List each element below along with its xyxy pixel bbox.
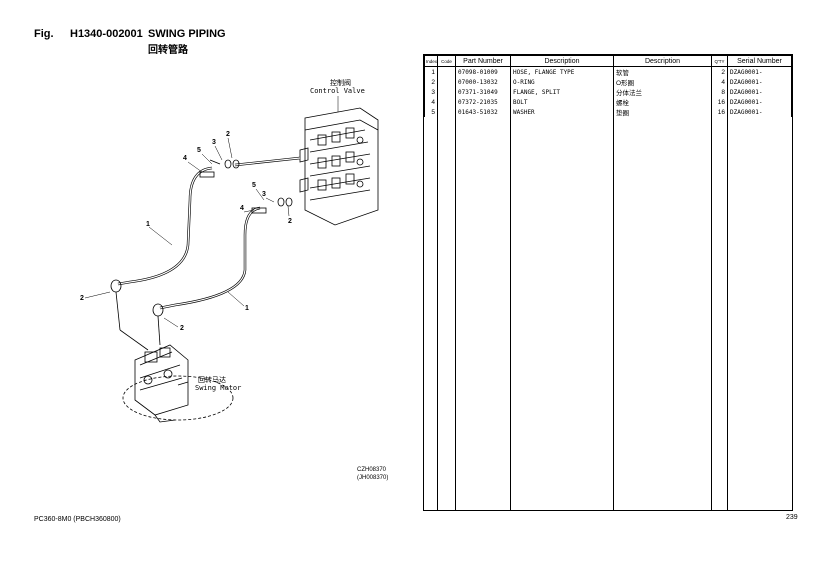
cell-code bbox=[437, 66, 456, 77]
callout-1a: 1 bbox=[146, 221, 150, 228]
table-row: 3 07371-31049 FLANGE, SPLIT 分体法兰 8 DZAG0… bbox=[424, 87, 792, 97]
swing-motor-drawing bbox=[115, 291, 234, 423]
callout-5a: 5 bbox=[197, 147, 201, 154]
figure-title: SWING PIPING bbox=[148, 28, 226, 40]
cell-code bbox=[437, 87, 456, 97]
swing-piping-diagram: 控制阀 Control Valve 回转马达 Swing Motor bbox=[80, 78, 379, 423]
parts-list-table: Index Code Part Number Description Descr… bbox=[423, 54, 793, 511]
col-header-serial-number: Serial Number bbox=[727, 55, 792, 67]
figure-label: Fig. bbox=[34, 28, 54, 40]
callout-3a: 3 bbox=[212, 139, 216, 146]
callout-4b: 4 bbox=[240, 205, 244, 212]
cell-description-cn: O形圈 bbox=[613, 77, 712, 87]
cell-qty: 16 bbox=[711, 107, 728, 117]
control-valve-label: Control Valve bbox=[310, 87, 365, 95]
table-header-row: Index Code Part Number Description Descr… bbox=[424, 55, 792, 67]
cell-description-en: WASHER bbox=[510, 107, 614, 117]
cell-description-en: FLANGE, SPLIT bbox=[510, 87, 614, 97]
cell-qty: 8 bbox=[711, 87, 728, 97]
cell-index: 3 bbox=[424, 87, 438, 97]
page-number: 239 bbox=[786, 514, 798, 521]
figure-title-cn: 回转管路 bbox=[148, 45, 188, 56]
cell-description-cn: 螺栓 bbox=[613, 97, 712, 107]
cell-serial: DZAG0001- bbox=[727, 87, 792, 97]
callout-3b: 3 bbox=[262, 191, 266, 198]
cell-part-number: 07372-21035 bbox=[455, 97, 511, 107]
cell-part-number: 07000-13032 bbox=[455, 77, 511, 87]
cell-index: 2 bbox=[424, 77, 438, 87]
cell-description-cn: 分体法兰 bbox=[613, 87, 712, 97]
hose-left bbox=[117, 166, 213, 286]
cell-serial: DZAG0001- bbox=[727, 107, 792, 117]
drawing-reference: CZH08370 (JH008370) bbox=[357, 466, 388, 482]
control-valve-drawing bbox=[299, 107, 379, 226]
table-row: 2 07000-13032 O-RING O形圈 4 DZAG0001- bbox=[424, 77, 792, 87]
callout-2d: 2 bbox=[288, 218, 292, 225]
footer-model: PC360-8M0 (PBCH360800) bbox=[34, 516, 121, 523]
cell-serial: DZAG0001- bbox=[727, 66, 792, 77]
cell-index: 4 bbox=[424, 97, 438, 107]
callout-4a: 4 bbox=[183, 155, 187, 162]
callout-2b: 2 bbox=[180, 325, 184, 332]
callout-2c: 2 bbox=[226, 131, 230, 138]
swing-motor-label-cn: 回转马达 bbox=[198, 375, 226, 384]
cell-description-en: O-RING bbox=[510, 77, 614, 87]
cell-code bbox=[437, 77, 456, 87]
cell-serial: DZAG0001- bbox=[727, 97, 792, 107]
cell-index: 5 bbox=[424, 107, 438, 117]
swing-motor-label: Swing Motor bbox=[195, 384, 241, 392]
cell-description-cn: 软管 bbox=[613, 66, 712, 77]
col-header-description-cn: Description bbox=[613, 55, 712, 67]
drawing-ref-code: CZH08370 bbox=[357, 467, 387, 473]
cell-code bbox=[437, 97, 456, 107]
cell-code bbox=[437, 107, 456, 117]
col-header-description-en: Description bbox=[510, 55, 614, 67]
figure-code: H1340-002001 bbox=[70, 28, 143, 40]
cell-description-cn: 垫圈 bbox=[613, 107, 712, 117]
control-valve-label-cn: 控制阀 bbox=[330, 78, 351, 87]
cell-index: 1 bbox=[424, 66, 438, 77]
cell-part-number: 07371-31049 bbox=[455, 87, 511, 97]
cell-description-en: BOLT bbox=[510, 97, 614, 107]
col-header-part-number: Part Number bbox=[455, 55, 511, 67]
cell-qty: 2 bbox=[711, 66, 728, 77]
cell-qty: 16 bbox=[711, 97, 728, 107]
table-row: 5 01643-51032 WASHER 垫圈 16 DZAG0001- bbox=[424, 107, 792, 117]
cell-serial: DZAG0001- bbox=[727, 77, 792, 87]
col-header-qty: Q'TY bbox=[711, 55, 728, 67]
cell-description-en: HOSE, FLANGE TYPE bbox=[510, 66, 614, 77]
col-header-code: Code bbox=[437, 55, 456, 67]
table-row: 1 07098-01009 HOSE, FLANGE TYPE 软管 2 DZA… bbox=[424, 66, 792, 77]
cell-qty: 4 bbox=[711, 77, 728, 87]
callout-2a: 2 bbox=[80, 295, 84, 302]
table-row: 4 07372-21035 BOLT 螺栓 16 DZAG0001- bbox=[424, 97, 792, 107]
col-header-index: Index bbox=[424, 55, 438, 67]
drawing-ref-alt-code: (JH008370) bbox=[357, 475, 389, 481]
callout-1b: 1 bbox=[245, 305, 249, 312]
cell-part-number: 07098-01009 bbox=[455, 66, 511, 77]
callout-5b: 5 bbox=[252, 182, 256, 189]
cell-part-number: 01643-51032 bbox=[455, 107, 511, 117]
